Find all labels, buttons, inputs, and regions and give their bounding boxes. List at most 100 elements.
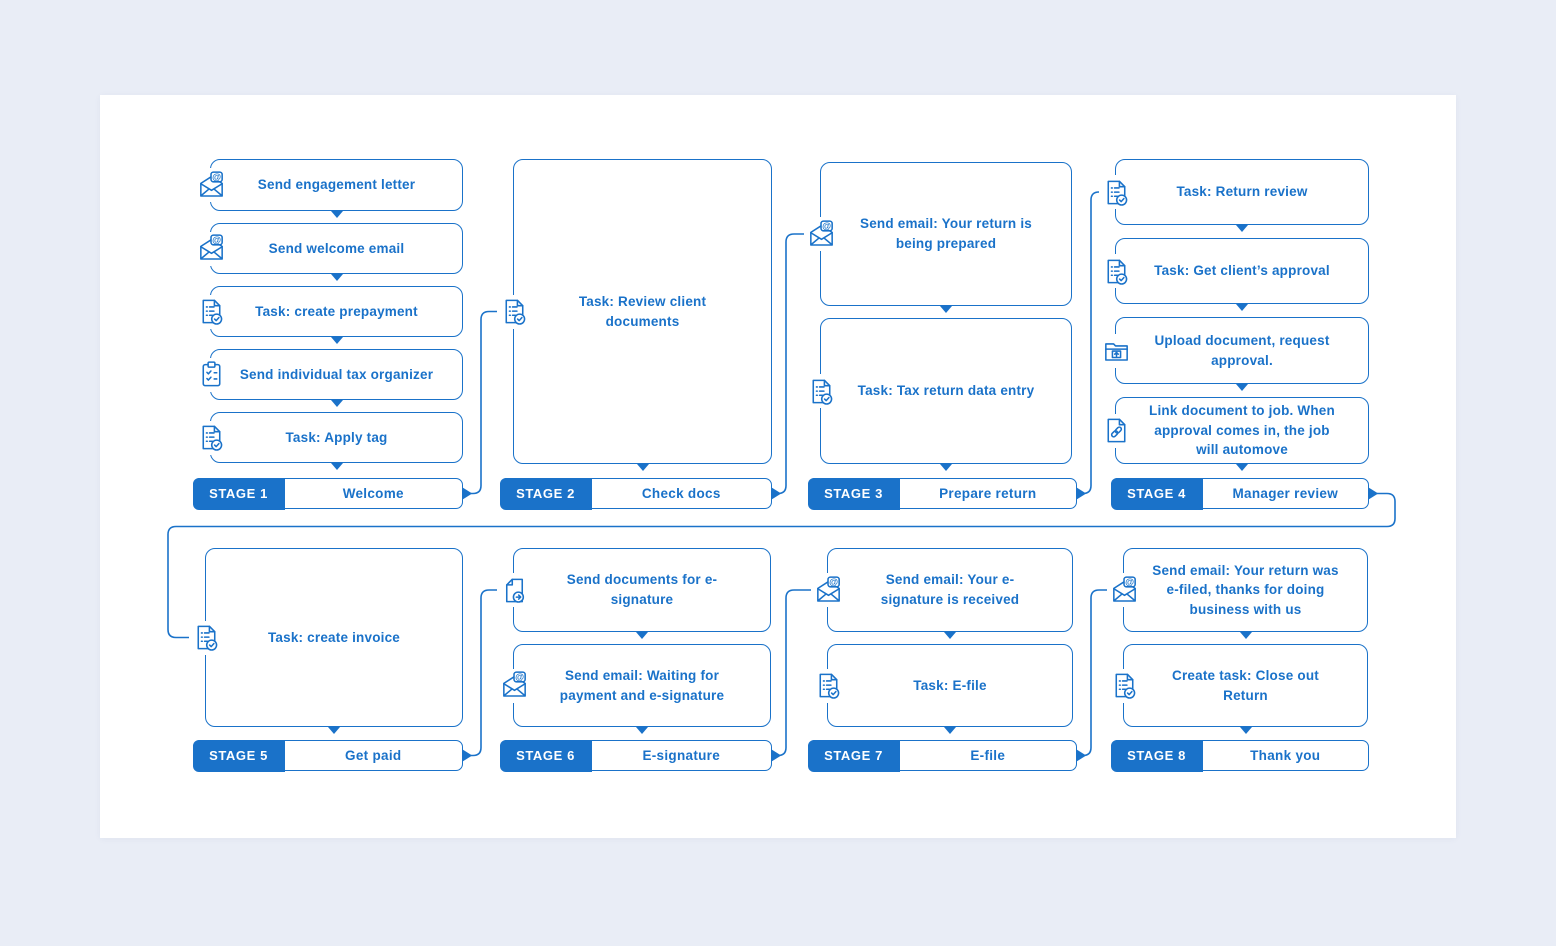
arrow-down-icon [944, 632, 956, 639]
task-box[interactable]: Link document to job. When approval come… [1099, 397, 1369, 471]
task-label: Send email: Your e-signature is received [880, 572, 1020, 607]
task-label: Send engagement letter [257, 177, 416, 193]
task-label: Task: create prepayment [255, 303, 418, 319]
doc-link-icon [1099, 413, 1133, 448]
stage-pill[interactable]: STAGE 5 Get paid [192, 739, 463, 772]
arrow-down-icon [1236, 384, 1248, 391]
email-open-icon [811, 573, 845, 607]
task-box[interactable]: Create task: Close out Return [1107, 644, 1368, 734]
task-label: Send welcome email [268, 240, 405, 256]
stage-number: STAGE 2 [499, 477, 592, 510]
stage-name: E-file [970, 748, 1006, 763]
arrow-down-icon [1239, 632, 1252, 639]
task-label: Task: Return review [1176, 184, 1308, 200]
arrow-down-icon [328, 727, 340, 734]
clipboard-check-icon [194, 357, 228, 392]
stage-pill[interactable]: STAGE 6 E-signature [499, 739, 772, 772]
doc-check-icon [1099, 175, 1133, 209]
task-box[interactable]: Task: E-file [811, 644, 1073, 734]
task-box[interactable]: Task: Get client’s approval [1099, 238, 1369, 311]
arrow-down-icon [636, 464, 649, 471]
arrow-down-icon [636, 727, 648, 734]
doc-check-icon [194, 294, 228, 329]
email-open-icon [1107, 573, 1141, 607]
stage-number: STAGE 1 [192, 477, 285, 510]
stage-pill[interactable]: STAGE 3 Prepare return [807, 477, 1077, 510]
email-open-icon [194, 168, 228, 202]
task-label: Send email: Your return is being prepare… [860, 216, 1032, 251]
task-box[interactable]: Task: Apply tag [194, 412, 463, 470]
task-label: Task: Review client documents [578, 293, 707, 329]
task-box[interactable]: Send email: Waiting for payment and e-si… [497, 644, 771, 734]
task-label: Send documents for e-signature [566, 572, 718, 607]
task-box[interactable]: Task: create prepayment [194, 286, 463, 344]
doc-check-icon [804, 374, 838, 408]
stage-pill[interactable]: STAGE 2 Check docs [499, 477, 772, 510]
stage-number: STAGE 3 [807, 477, 900, 510]
doc-check-icon [1107, 668, 1141, 703]
task-label: Send email: Waiting for payment and e-si… [559, 667, 725, 703]
task-label: Task: Apply tag [285, 429, 388, 445]
folder-upload-icon [1099, 333, 1133, 368]
task-label: Send email: Your return was e-filed, tha… [1152, 562, 1339, 617]
stage-name: Manager review [1232, 486, 1338, 501]
task-box[interactable]: Send engagement letter [194, 159, 463, 218]
task-label: Task: Get client’s approval [1154, 263, 1330, 279]
task-label: Task: Tax return data entry [857, 383, 1035, 399]
task-box[interactable]: Send email: Your return was e-filed, tha… [1107, 548, 1368, 639]
arrow-down-icon [940, 306, 952, 313]
arrow-down-icon [944, 727, 956, 734]
email-open-icon [804, 217, 838, 251]
stage-pill[interactable]: STAGE 8 Thank you [1110, 739, 1369, 772]
task-label: Create task: Close out Return [1172, 667, 1319, 703]
task-box[interactable]: Task: Review client documents [497, 159, 772, 471]
doc-check-icon [194, 420, 228, 455]
task-label: Send individual tax organizer [239, 366, 434, 382]
arrow-down-icon [1236, 225, 1248, 232]
task-box[interactable]: Task: Tax return data entry [804, 318, 1072, 471]
task-box[interactable]: Upload document, request approval. [1099, 317, 1369, 391]
doc-check-icon [1099, 254, 1133, 288]
stage-name: Thank you [1250, 748, 1321, 763]
stage-name: Prepare return [939, 486, 1037, 501]
arrow-down-icon [330, 274, 343, 281]
doc-check-icon [811, 668, 845, 703]
task-box[interactable]: Send email: Your return is being prepare… [804, 162, 1072, 313]
stage-number: STAGE 8 [1110, 739, 1203, 772]
stage-name: E-signature [642, 748, 721, 763]
arrow-down-icon [330, 463, 343, 470]
task-box[interactable]: Send individual tax organizer [194, 349, 463, 407]
stage-name: Get paid [345, 748, 402, 763]
stage-name: Check docs [641, 486, 721, 501]
email-open-icon [194, 231, 228, 266]
stage-pill[interactable]: STAGE 1 Welcome [192, 477, 463, 510]
stage-number: STAGE 5 [192, 739, 285, 772]
arrow-down-icon [1236, 464, 1248, 471]
task-label: Upload document, request approval. [1154, 332, 1330, 368]
arrow-down-icon [330, 211, 343, 218]
task-box[interactable]: Task: create invoice [189, 548, 463, 734]
doc-send-icon [497, 573, 531, 607]
task-label: Link document to job. When approval come… [1149, 403, 1335, 458]
stage-connectors [167, 191, 1396, 757]
task-label: Task: create invoice [267, 629, 401, 645]
task-label: Task: E-file [913, 677, 987, 693]
task-box[interactable]: Send welcome email [194, 223, 463, 281]
task-box[interactable]: Send documents for e-signature [497, 548, 771, 639]
stage-pill[interactable]: STAGE 4 Manager review [1110, 477, 1369, 510]
arrow-down-icon [1236, 304, 1248, 311]
doc-check-icon [189, 620, 223, 655]
arrow-down-icon [330, 400, 343, 407]
stage-number: STAGE 6 [499, 739, 592, 772]
task-box[interactable]: Send email: Your e-signature is received [811, 548, 1073, 639]
arrow-down-icon [330, 337, 343, 344]
flow-arrows [463, 487, 1379, 762]
task-box[interactable]: Task: Return review [1099, 159, 1369, 232]
stage-number: STAGE 4 [1110, 477, 1203, 510]
arrow-down-icon [636, 632, 648, 639]
stage-name: Welcome [342, 486, 404, 501]
doc-check-icon [497, 294, 531, 329]
